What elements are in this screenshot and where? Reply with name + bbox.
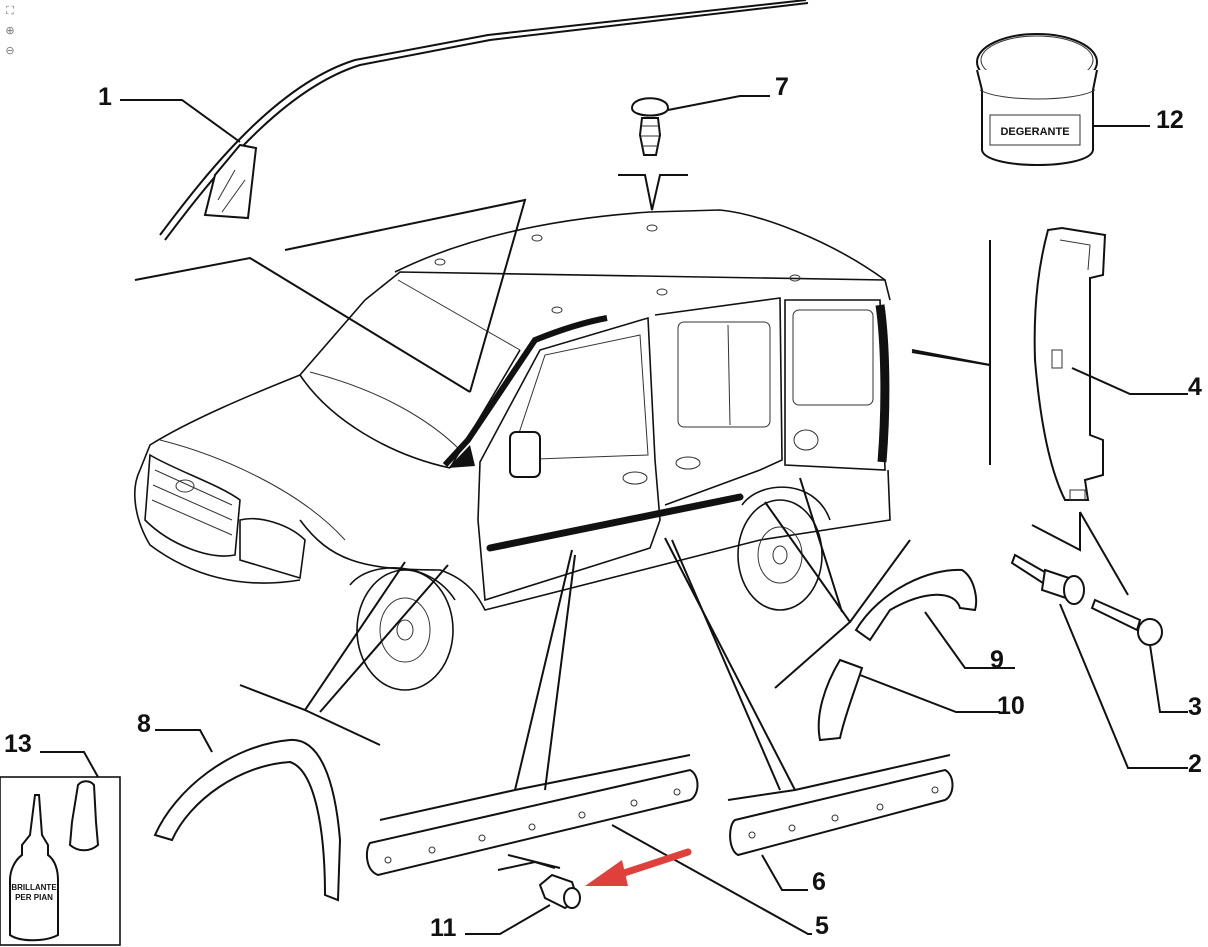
callout-10[interactable]: 10: [997, 692, 1025, 720]
callout-12[interactable]: 12: [1156, 106, 1184, 134]
callout-8[interactable]: 8: [137, 710, 151, 738]
callout-7[interactable]: 7: [775, 73, 789, 101]
part-5-side-molding[interactable]: [365, 768, 699, 877]
callout-6[interactable]: 6: [812, 868, 826, 896]
degreaser-label: DEGERANTE: [1000, 126, 1069, 138]
bottle-label-line1: BRILLANTE: [11, 883, 57, 892]
part-7-clip[interactable]: [630, 97, 670, 156]
part-1-roof-rail[interactable]: [159, 0, 809, 241]
part-13-polish-bottles[interactable]: BRILLANTE PER PIAN: [0, 776, 121, 946]
van-illustration: [134, 209, 891, 691]
part-3-screw[interactable]: [1090, 598, 1163, 646]
part-8-wheel-arch[interactable]: [153, 738, 342, 902]
zoom-out-icon[interactable]: ⊖: [5, 44, 15, 57]
bottle-label-line2: PER PIAN: [15, 893, 53, 902]
callout-9[interactable]: 9: [990, 646, 1004, 674]
part-2-stud[interactable]: [1010, 553, 1085, 605]
callout-labels: 1 7 12 4 3 2 9 10 8 13 6 5 11: [4, 73, 1202, 942]
callout-13[interactable]: 13: [4, 730, 32, 758]
callout-2[interactable]: 2: [1188, 750, 1202, 778]
highlight-arrow: [585, 848, 692, 886]
callout-3[interactable]: 3: [1188, 693, 1202, 721]
part-4-pillar-trim[interactable]: [1033, 226, 1107, 501]
part-9-wheel-arch[interactable]: [854, 568, 978, 642]
part-11-clip[interactable]: [538, 873, 581, 910]
callout-1[interactable]: 1: [98, 83, 112, 111]
leader-lines: [40, 95, 1188, 935]
callout-11[interactable]: 11: [430, 914, 457, 942]
part-12-degreaser-can[interactable]: DEGERANTE: [976, 33, 1098, 166]
zoom-in-icon[interactable]: ⊕: [5, 24, 15, 37]
part-10-arch-extension[interactable]: [817, 658, 864, 742]
fit-screen-icon[interactable]: ⛶: [6, 4, 14, 17]
callout-4[interactable]: 4: [1188, 373, 1202, 401]
part-6-side-molding[interactable]: [729, 768, 954, 857]
callout-5[interactable]: 5: [815, 912, 829, 940]
